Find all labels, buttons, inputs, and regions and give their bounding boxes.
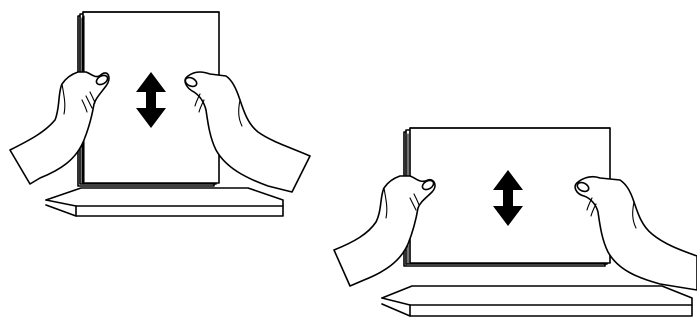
paper-tray-right (382, 286, 692, 316)
landscape-panel (334, 128, 697, 316)
portrait-panel (10, 12, 310, 216)
paper-tray-left (46, 188, 283, 216)
